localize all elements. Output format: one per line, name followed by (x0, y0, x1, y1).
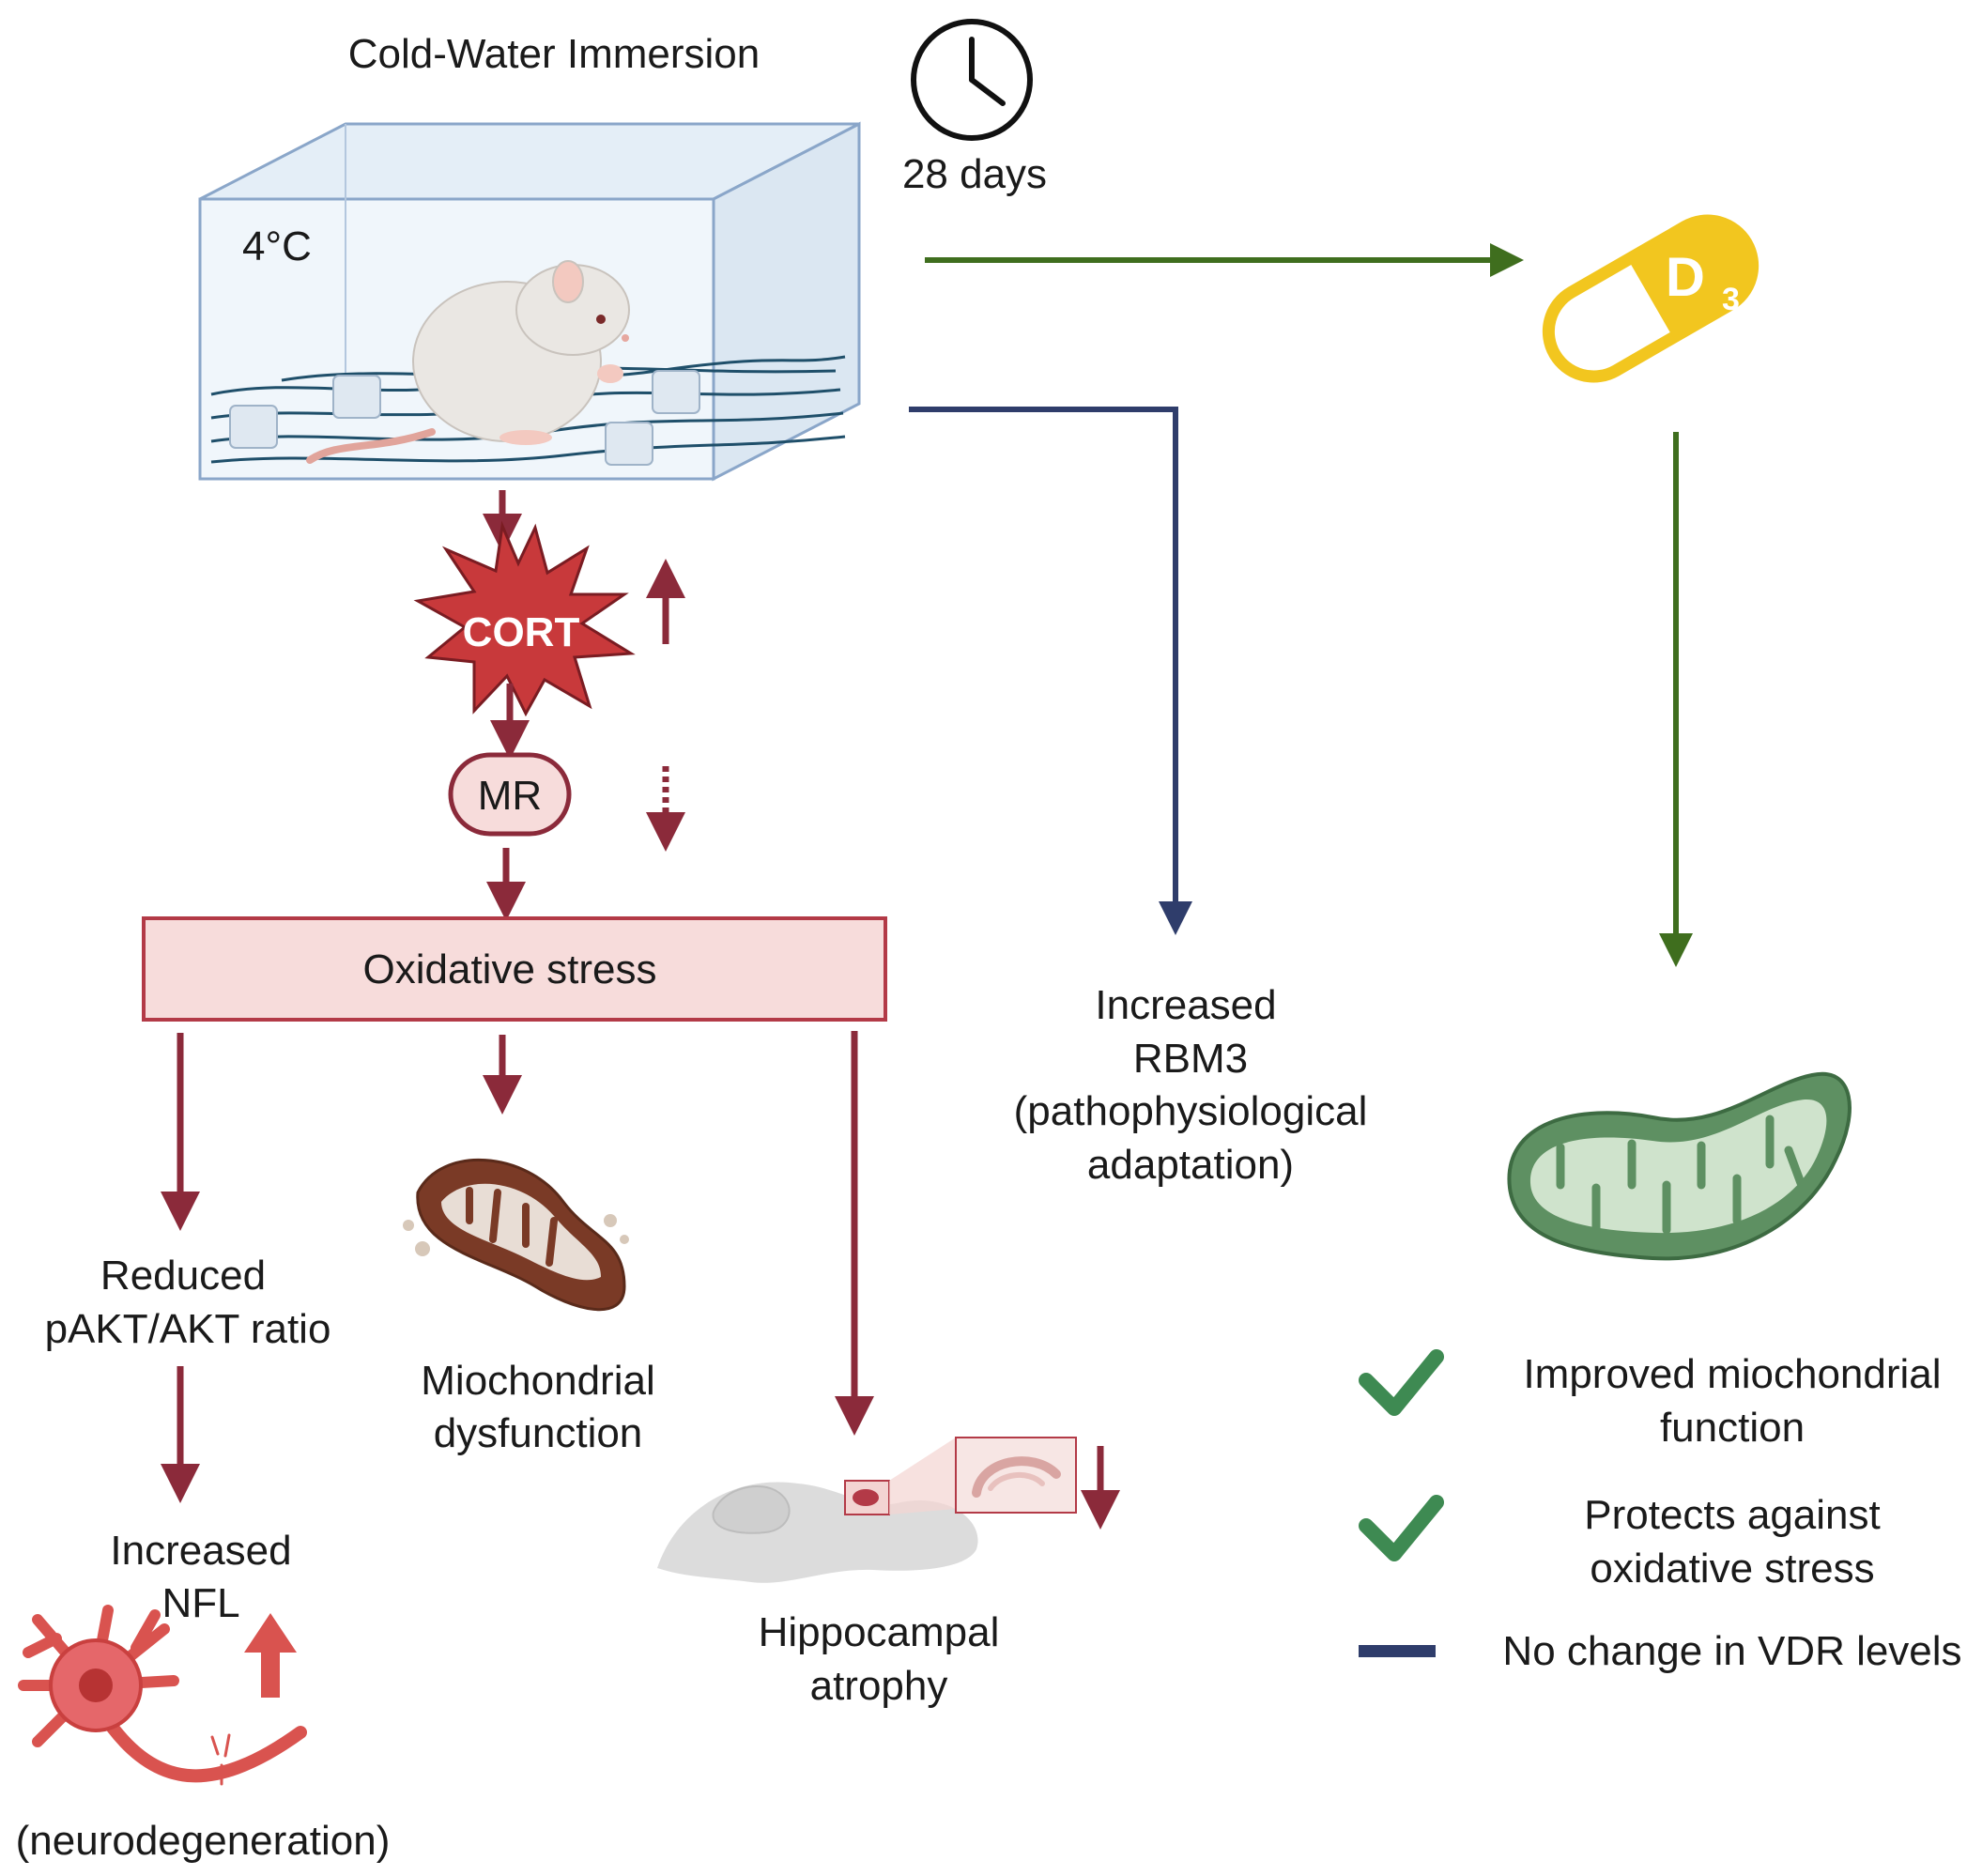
diagram-title: Cold-Water Immersion (348, 31, 760, 77)
improved-mito-line1: Improved miochondrial (1523, 1351, 1941, 1397)
rbm3-line3: (pathophysiological (1014, 1088, 1368, 1134)
hippocampal-line1: Hippocampal (759, 1609, 1000, 1655)
rat-in-tank-icon (198, 121, 861, 482)
clock-icon (911, 19, 1033, 141)
mr-label: MR (478, 773, 542, 819)
improved-mito-line2: function (1660, 1405, 1805, 1451)
mito-dysfunction-line1: Miochondrial (421, 1358, 654, 1404)
reduced-pakt-line2: pAKT/AKT ratio (45, 1306, 331, 1352)
neuron-icon (18, 1605, 307, 1786)
neurodegeneration-label: (neurodegeneration) (16, 1818, 391, 1864)
duration-label: 28 days (902, 151, 1047, 197)
hippocampal-line2: atrophy (810, 1663, 948, 1709)
oxidative-stress-label: Oxidative stress (363, 946, 657, 992)
increased-nfl-line1: Increased (110, 1528, 291, 1574)
mr-node (448, 752, 572, 837)
increased-nfl-line2: NFL (161, 1580, 239, 1626)
brain-icon (657, 1437, 1077, 1583)
rbm3-line4: adaptation) (1087, 1142, 1294, 1188)
oxidative-stress-box (142, 916, 887, 1022)
vitamin-d3-pill-icon (1542, 214, 1760, 383)
reduced-pakt-line1: Reduced (100, 1253, 266, 1299)
mitochondrion-icon (1507, 1071, 1852, 1261)
nfl-increase-arrow (244, 1613, 297, 1698)
cort-label: CORT (463, 609, 580, 655)
check-icon (1359, 1349, 1444, 1416)
temperature-label: 4°C (242, 223, 312, 269)
rbm3-line2: RBM3 (1133, 1036, 1248, 1082)
protects-line1: Protects against (1584, 1492, 1881, 1538)
no-change-dash-icon (1359, 1645, 1436, 1657)
mito-dysfunction-line2: dysfunction (434, 1410, 643, 1456)
check-icon (1359, 1495, 1444, 1561)
vitamin-d-letter: D (1666, 247, 1705, 308)
protects-line2: oxidative stress (1590, 1545, 1874, 1592)
arrow-to-rbm3 (909, 407, 1192, 935)
vitamin-d-subscript: 3 (1722, 282, 1740, 317)
rbm3-line1: Increased (1095, 982, 1276, 1028)
damaged-mitochondrion-icon (403, 1158, 629, 1312)
no-change-label: No change in VDR levels (1502, 1628, 1961, 1674)
cort-starburst-icon (413, 520, 636, 717)
